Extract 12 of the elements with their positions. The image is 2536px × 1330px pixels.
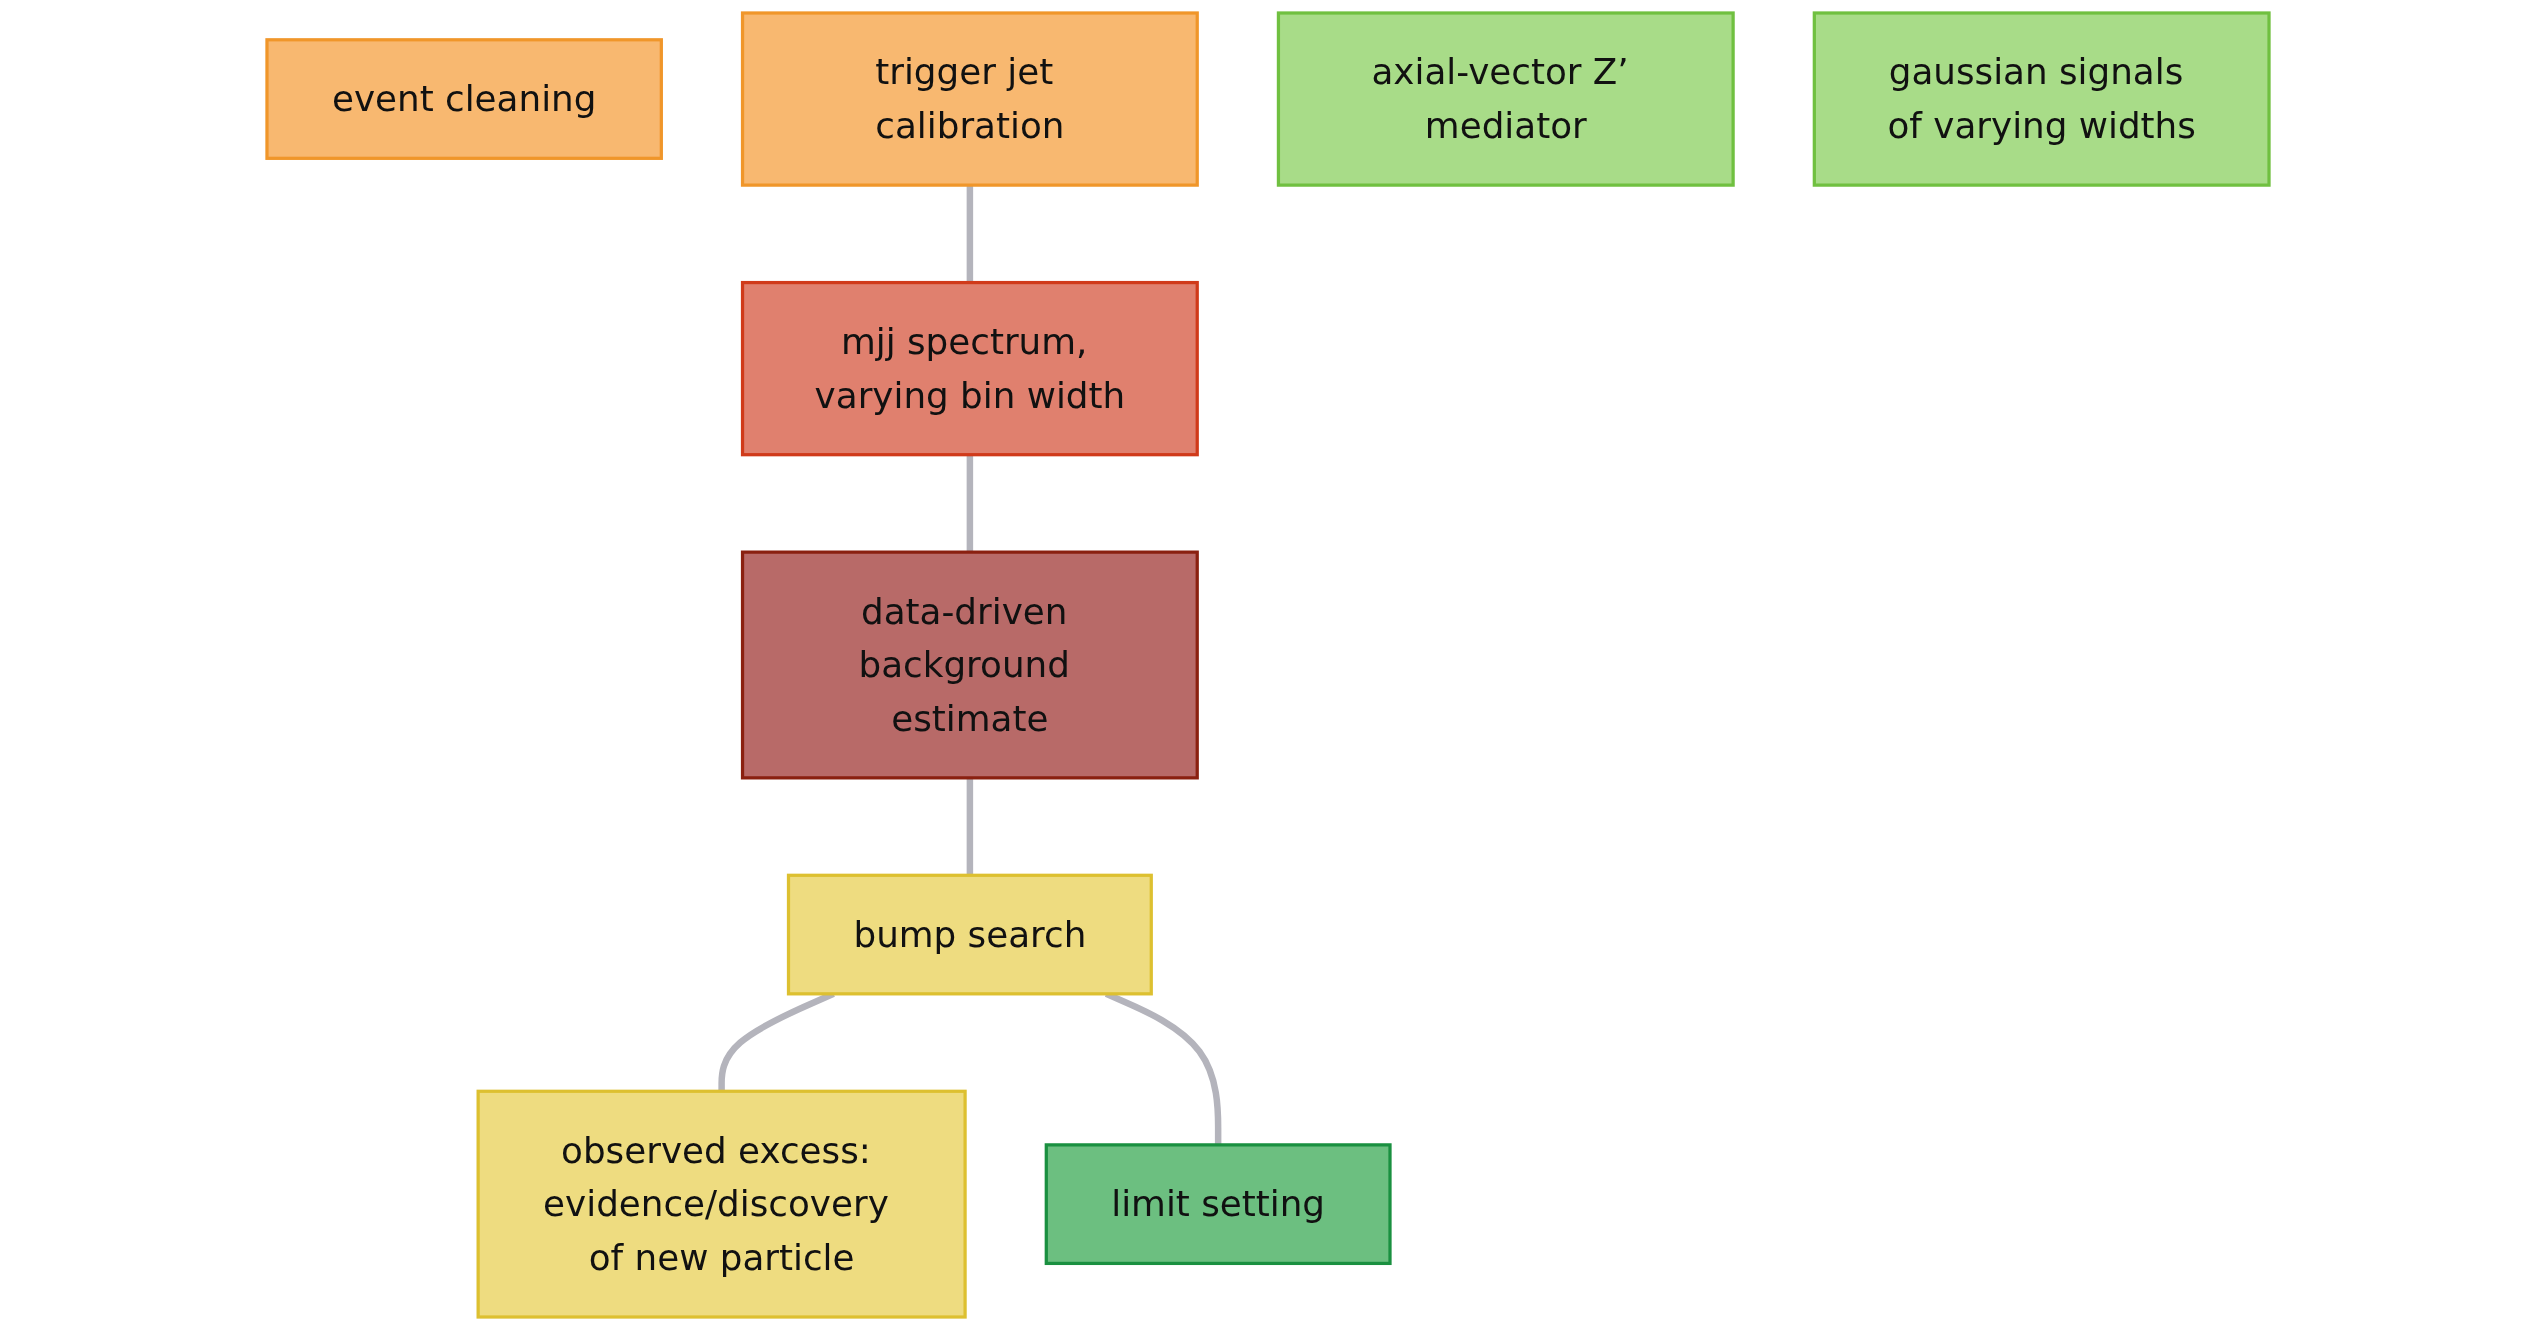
node-box: trigger jet calibration — [740, 11, 1199, 187]
node-box: mjj spectrum, varying bin width — [740, 280, 1199, 457]
node-box: observed excess: evidence/discovery of new particle — [476, 1089, 967, 1319]
node-box: bump search — [786, 873, 1153, 996]
node-box: event cleaning — [265, 38, 663, 160]
node-box: gaussian signals of varying widths — [1812, 11, 2271, 187]
node-box: limit setting — [1044, 1143, 1392, 1266]
node-box: axial-vector Z’ mediator — [1276, 11, 1735, 187]
node-box: data-driven background estimate — [740, 550, 1199, 780]
connector — [966, 185, 974, 283]
connector — [966, 454, 974, 553]
connector — [966, 777, 974, 876]
